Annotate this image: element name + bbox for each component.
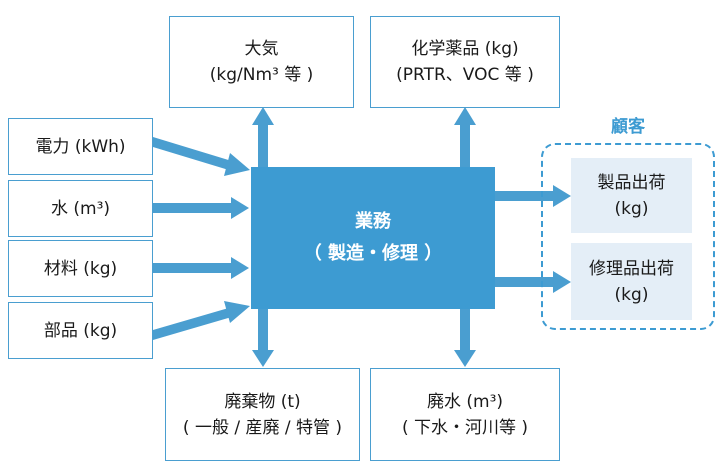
- customer-group: [541, 143, 715, 330]
- arrow-right-product-head: [553, 185, 571, 207]
- output-waste-detail: ( 一般 / 産廃 / 特管 ): [182, 417, 343, 438]
- output-wastewater-label: 廃水 (m³): [426, 391, 504, 412]
- arrow-input-water: [153, 203, 232, 213]
- output-chemical-label: 化学薬品 (kg): [411, 39, 519, 59]
- product-shipment-unit: (kg): [614, 198, 649, 219]
- repair-shipment-unit: (kg): [614, 284, 649, 305]
- arrow-up-air-head: [252, 107, 274, 125]
- arrow-input-material-head: [231, 257, 249, 279]
- output-waste-label: 廃棄物 (t): [224, 391, 301, 412]
- output-chemical-unit: (PRTR、VOC 等 ): [396, 65, 534, 85]
- process-box: 業務 （ 製造・修理 ）: [251, 167, 495, 309]
- output-box-waste: 廃棄物 (t) ( 一般 / 産廃 / 特管 ): [165, 368, 360, 461]
- arrow-input-electricity: [153, 137, 235, 171]
- input-parts-label: 部品 (kg): [43, 320, 118, 341]
- arrow-input-electricity-head: [224, 153, 250, 176]
- arrow-down-wastewater: [460, 309, 470, 351]
- product-shipment-label: 製品出荷: [597, 172, 666, 193]
- arrow-input-material: [153, 263, 232, 273]
- arrow-up-chemical-head: [454, 107, 476, 125]
- arrow-down-waste-head: [252, 350, 274, 367]
- customer-title: 顧客: [611, 117, 645, 137]
- input-box-material: 材料 (kg): [8, 240, 153, 297]
- input-water-label: 水 (m³): [50, 198, 111, 219]
- input-electricity-label: 電力 (kWh): [35, 136, 126, 157]
- arrow-input-parts-head: [224, 301, 250, 323]
- output-box-chemical: 化学薬品 (kg) (PRTR、VOC 等 ): [370, 16, 560, 108]
- input-material-label: 材料 (kg): [43, 258, 118, 279]
- output-box-air: 大気 (kg/Nm³ 等 ): [169, 16, 354, 108]
- output-box-wastewater: 廃水 (m³) ( 下水・河川等 ): [370, 368, 560, 461]
- arrow-up-chemical: [460, 124, 470, 167]
- arrow-input-parts: [153, 307, 235, 340]
- repair-shipment-label: 修理品出荷: [589, 258, 674, 279]
- arrow-right-repair-head: [553, 271, 571, 293]
- arrow-input-water-head: [231, 197, 249, 219]
- output-air-label: 大気: [244, 39, 279, 59]
- arrow-right-product: [495, 191, 553, 201]
- arrow-down-waste: [258, 309, 268, 351]
- input-box-electricity: 電力 (kWh): [8, 118, 153, 175]
- process-title: 業務: [355, 211, 391, 232]
- input-box-parts: 部品 (kg): [8, 302, 153, 359]
- customer-box-repair-shipment: 修理品出荷 (kg): [571, 243, 692, 320]
- customer-box-product-shipment: 製品出荷 (kg): [571, 158, 692, 233]
- output-wastewater-detail: ( 下水・河川等 ): [401, 417, 529, 438]
- input-box-water: 水 (m³): [8, 180, 153, 237]
- arrow-up-air: [258, 124, 268, 167]
- process-subtitle: （ 製造・修理 ）: [303, 243, 443, 264]
- arrow-down-wastewater-head: [454, 350, 476, 367]
- output-air-unit: (kg/Nm³ 等 ): [209, 65, 314, 85]
- arrow-right-repair: [495, 277, 553, 287]
